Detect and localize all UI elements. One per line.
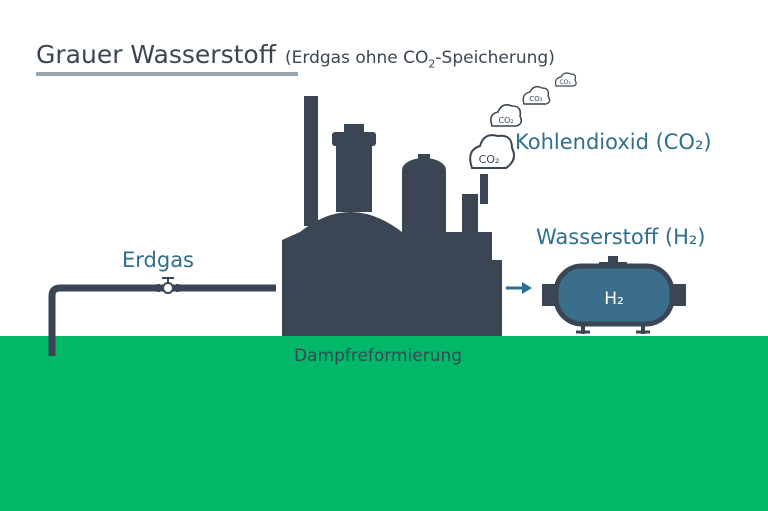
title-sub-suffix: -Speicherung) [435, 48, 555, 68]
co2-cloud-icon: CO₂ [490, 104, 523, 127]
co2-cloud-label: CO₂ [529, 95, 542, 103]
title-sub-subscript: 2 [428, 57, 436, 71]
co2-cloud-icon: CO₂ [554, 72, 577, 87]
label-wasserstoff: Wasserstoff (H₂) [536, 225, 706, 249]
co2-cloud-label: CO₂ [559, 79, 571, 86]
steam-reforming-plant [282, 96, 502, 336]
title-main: Grauer Wasserstoff [36, 40, 276, 69]
label-kohlendioxid: Kohlendioxid (CO₂) [515, 130, 712, 154]
co2-cloud-icon: CO₂ [469, 134, 515, 169]
gas-pipeline [48, 284, 276, 356]
output-arrow-icon [506, 282, 532, 294]
tank-label: H₂ [604, 289, 624, 309]
ground [0, 336, 768, 511]
co2-cloud-icon: CO₂ [522, 85, 551, 105]
co2-cloud-label: CO₂ [479, 153, 500, 166]
title-underline [36, 72, 298, 76]
co2-cloud-label: CO₂ [498, 116, 513, 125]
title-subtitle: (Erdgas ohne CO2-Speicherung) [285, 48, 555, 71]
page-title: Grauer Wasserstoff (Erdgas ohne CO2-Spei… [36, 40, 555, 70]
title-sub-prefix: (Erdgas ohne CO [285, 48, 429, 68]
label-dampfreformierung: Dampfreformierung [294, 346, 463, 366]
valve-icon [157, 277, 179, 294]
hydrogen-tank: H₂ [542, 256, 686, 334]
label-erdgas: Erdgas [122, 248, 195, 272]
co2-clouds: CO₂ CO₂ CO₂ CO₂ [469, 72, 577, 169]
